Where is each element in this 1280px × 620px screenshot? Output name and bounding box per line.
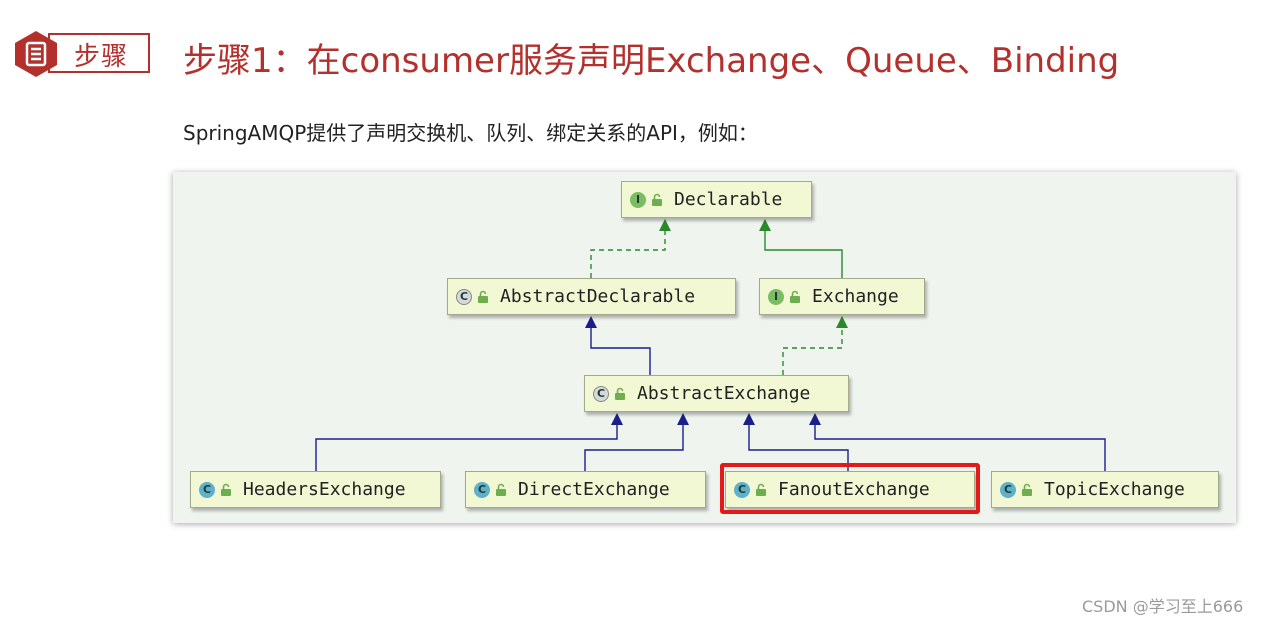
page-subtitle: SpringAMQP提供了声明交换机、队列、绑定关系的API，例如： bbox=[183, 121, 758, 145]
lock-icon bbox=[650, 193, 664, 207]
class-icon: C bbox=[456, 288, 472, 305]
edge-directexchange-to-abstractexchange bbox=[584, 424, 684, 471]
arrowhead bbox=[809, 413, 821, 425]
edge-headersexchange-to-abstractexchange bbox=[315, 424, 618, 471]
arrowhead bbox=[677, 413, 689, 425]
lock-icon bbox=[788, 290, 802, 304]
class-icon: C bbox=[1000, 481, 1016, 498]
class-node-declarable: I Declarable bbox=[621, 181, 812, 218]
class-icon: C bbox=[593, 385, 609, 402]
lock-icon bbox=[219, 483, 233, 497]
class-node-abstractdeclarable: C AbstractDeclarable bbox=[447, 278, 736, 315]
lock-icon bbox=[494, 483, 508, 497]
lock-icon bbox=[476, 290, 490, 304]
lock-icon bbox=[613, 387, 627, 401]
section-badge: 步骤 bbox=[12, 30, 152, 78]
class-node-fanoutexchange: C FanoutExchange bbox=[725, 471, 975, 508]
document-icon bbox=[15, 31, 57, 77]
class-icon: C bbox=[474, 481, 490, 498]
class-name-label: FanoutExchange bbox=[778, 479, 930, 500]
class-name-label: AbstractDeclarable bbox=[500, 286, 696, 307]
class-name-label: TopicExchange bbox=[1044, 479, 1185, 500]
badge-frame bbox=[48, 33, 150, 73]
class-node-directexchange: C DirectExchange bbox=[465, 471, 706, 508]
highlight-box bbox=[720, 463, 980, 514]
page-title: 步骤1：在consumer服务声明Exchange、Queue、Binding bbox=[183, 41, 1120, 81]
class-name-label: Declarable bbox=[674, 189, 783, 210]
class-node-exchange: I Exchange bbox=[759, 278, 925, 315]
badge-label: 步骤 bbox=[74, 42, 129, 72]
edge-topicexchange-to-abstractexchange bbox=[814, 424, 1106, 471]
class-node-headersexchange: C HeadersExchange bbox=[190, 471, 441, 508]
class-icon: C bbox=[734, 481, 750, 498]
interface-icon: I bbox=[630, 191, 646, 208]
lock-icon bbox=[754, 483, 768, 497]
arrowhead bbox=[836, 316, 848, 328]
arrowhead bbox=[743, 413, 755, 425]
class-name-label: DirectExchange bbox=[518, 479, 670, 500]
arrowhead bbox=[659, 219, 671, 231]
edge-abstractdeclarable-to-declarable bbox=[590, 230, 666, 278]
class-node-topicexchange: C TopicExchange bbox=[991, 471, 1219, 508]
inheritance-edges bbox=[315, 219, 1106, 471]
class-icon: C bbox=[199, 481, 215, 498]
class-name-label: AbstractExchange bbox=[637, 383, 811, 404]
arrowhead bbox=[585, 316, 597, 328]
edge-abstractexchange-to-abstractdeclarable bbox=[590, 327, 651, 375]
edge-exchange-to-declarable bbox=[764, 230, 843, 278]
interface-icon: I bbox=[768, 288, 784, 305]
edge-abstractexchange-to-exchange bbox=[782, 327, 843, 375]
arrowhead bbox=[611, 413, 623, 425]
edge-fanoutexchange-to-abstractexchange bbox=[748, 424, 849, 471]
lock-icon bbox=[1020, 483, 1034, 497]
arrowhead bbox=[759, 219, 771, 231]
class-name-label: HeadersExchange bbox=[243, 479, 406, 500]
class-node-abstractexchange: C AbstractExchange bbox=[584, 375, 849, 412]
class-name-label: Exchange bbox=[812, 286, 899, 307]
watermark: CSDN @学习至上666 bbox=[1082, 597, 1244, 616]
